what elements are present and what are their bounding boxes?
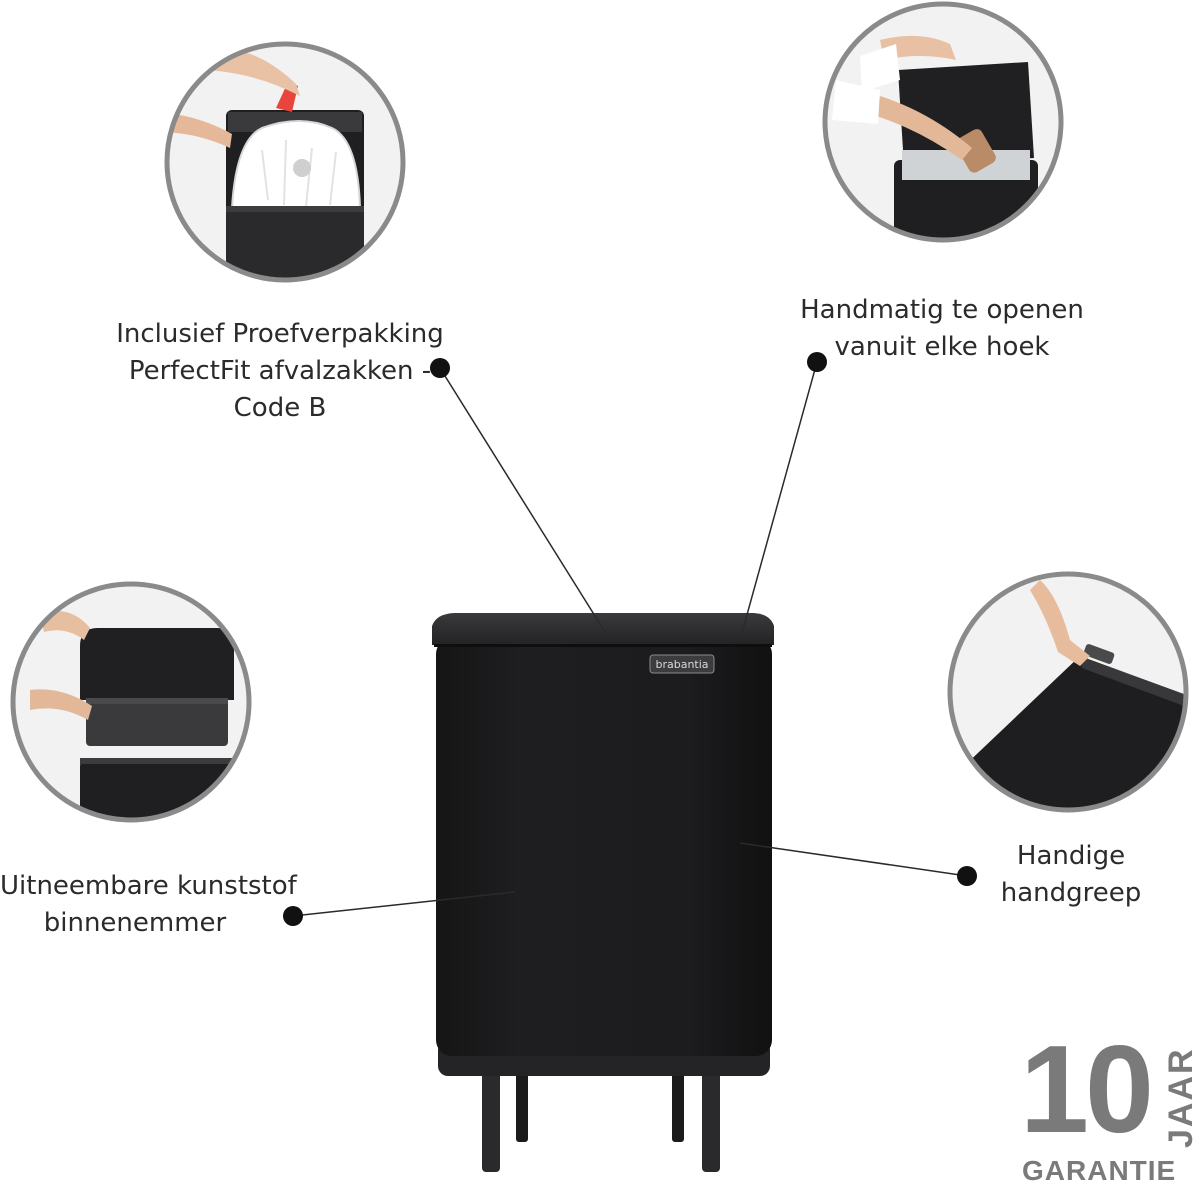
callout-bag-line-2: PerfectFit afvalzakken - (128, 356, 432, 386)
bin-leg-left (482, 1072, 500, 1172)
bin-body (436, 638, 772, 1056)
callout-open-line-1: Handmatig te openen (800, 295, 1084, 325)
guarantee-years: 10 (1020, 1021, 1154, 1159)
callout-bag-label: Inclusief Proefverpakking PerfectFit afv… (112, 316, 448, 427)
callout-bag-line-1: Inclusief Proefverpakking (116, 319, 444, 349)
callout-bucket-line (283, 891, 516, 926)
detail-circle-bucket (10, 581, 252, 823)
bin-leg-right (702, 1072, 720, 1172)
detail-circle-handle (947, 571, 1189, 813)
callout-open-line-2: vanuit elke hoek (834, 332, 1050, 362)
callout-handle-label: Handige handgreep (996, 838, 1146, 912)
callout-open-line (739, 352, 827, 641)
guarantee-unit: JAAR (1164, 1047, 1198, 1148)
bin-lid-seam (434, 644, 772, 647)
brand-logo: brabantia (655, 658, 708, 671)
callout-bag-line-3: Code B (233, 393, 327, 423)
callout-bucket-label: Uitneembare kunststof binnenemmer (0, 868, 297, 942)
brand-plate (649, 654, 715, 674)
callout-handle-line (739, 842, 977, 886)
guarantee-badge: 10 JAAR GARANTIE (1016, 1028, 1198, 1190)
bin-leg-back-left (516, 1072, 528, 1142)
guarantee-word: GARANTIE (1022, 1155, 1177, 1186)
detail-circle-bag (164, 41, 406, 283)
callout-open-label: Handmatig te openen vanuit elke hoek (800, 292, 1084, 366)
callout-bucket-line-1: Uitneembare kunststof (0, 871, 297, 901)
guarantee-unit-text: JAAR (1164, 1047, 1198, 1148)
callout-handle-line-2: handgreep (1000, 878, 1142, 908)
callout-bucket-line-2: binnenemmer (43, 908, 227, 938)
callout-handle-line-1: Handige (1016, 841, 1126, 871)
callout-bag-line (430, 358, 611, 641)
detail-circle-open (822, 1, 1064, 243)
bin-leg-back-right (672, 1072, 684, 1142)
waste-bin: brabantia (432, 613, 774, 1172)
